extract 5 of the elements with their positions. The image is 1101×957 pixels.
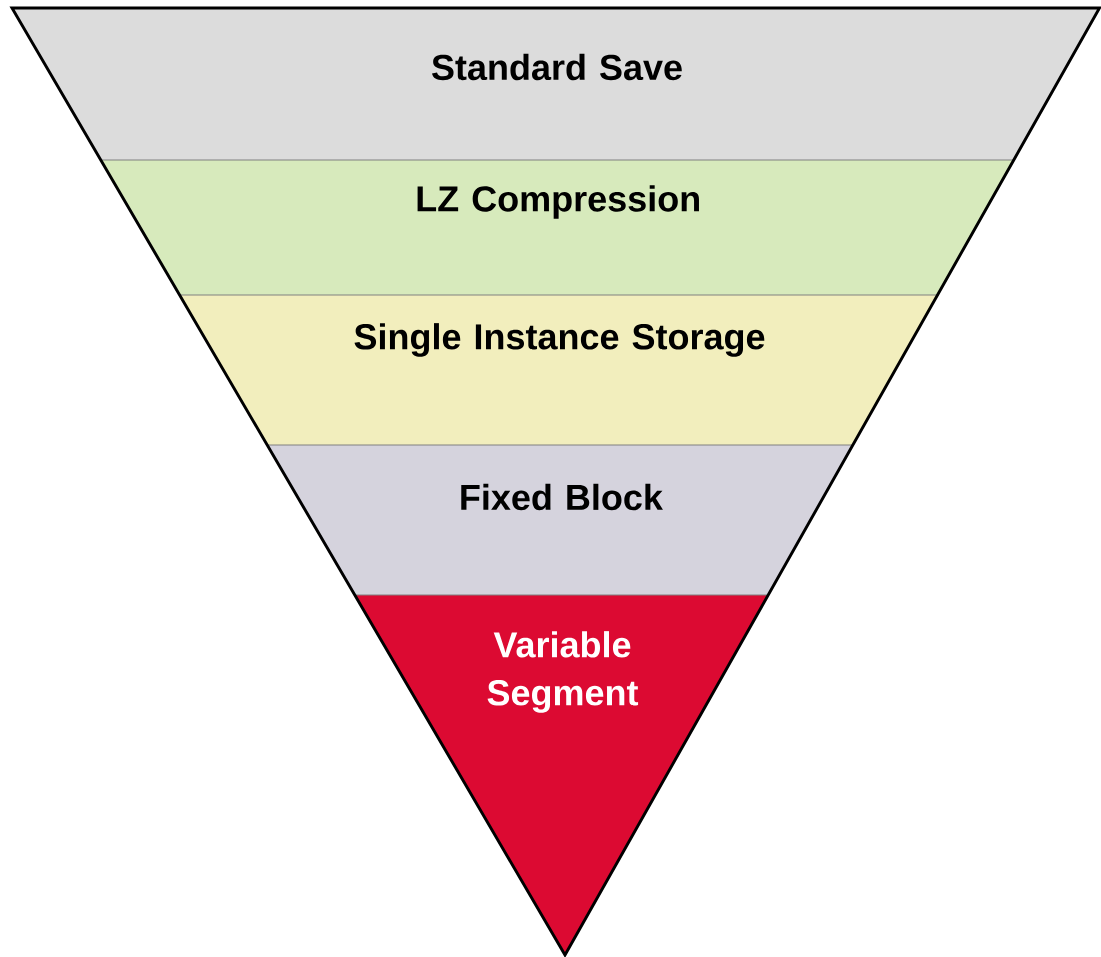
funnel-band: Standard Save bbox=[12, 8, 1101, 160]
funnel-band: Single Instance Storage bbox=[179, 295, 939, 445]
funnel-band: Fixed Block bbox=[267, 445, 854, 595]
funnel-band: Variable Segment bbox=[354, 595, 769, 955]
funnel-band: LZ Compression bbox=[100, 160, 1015, 295]
